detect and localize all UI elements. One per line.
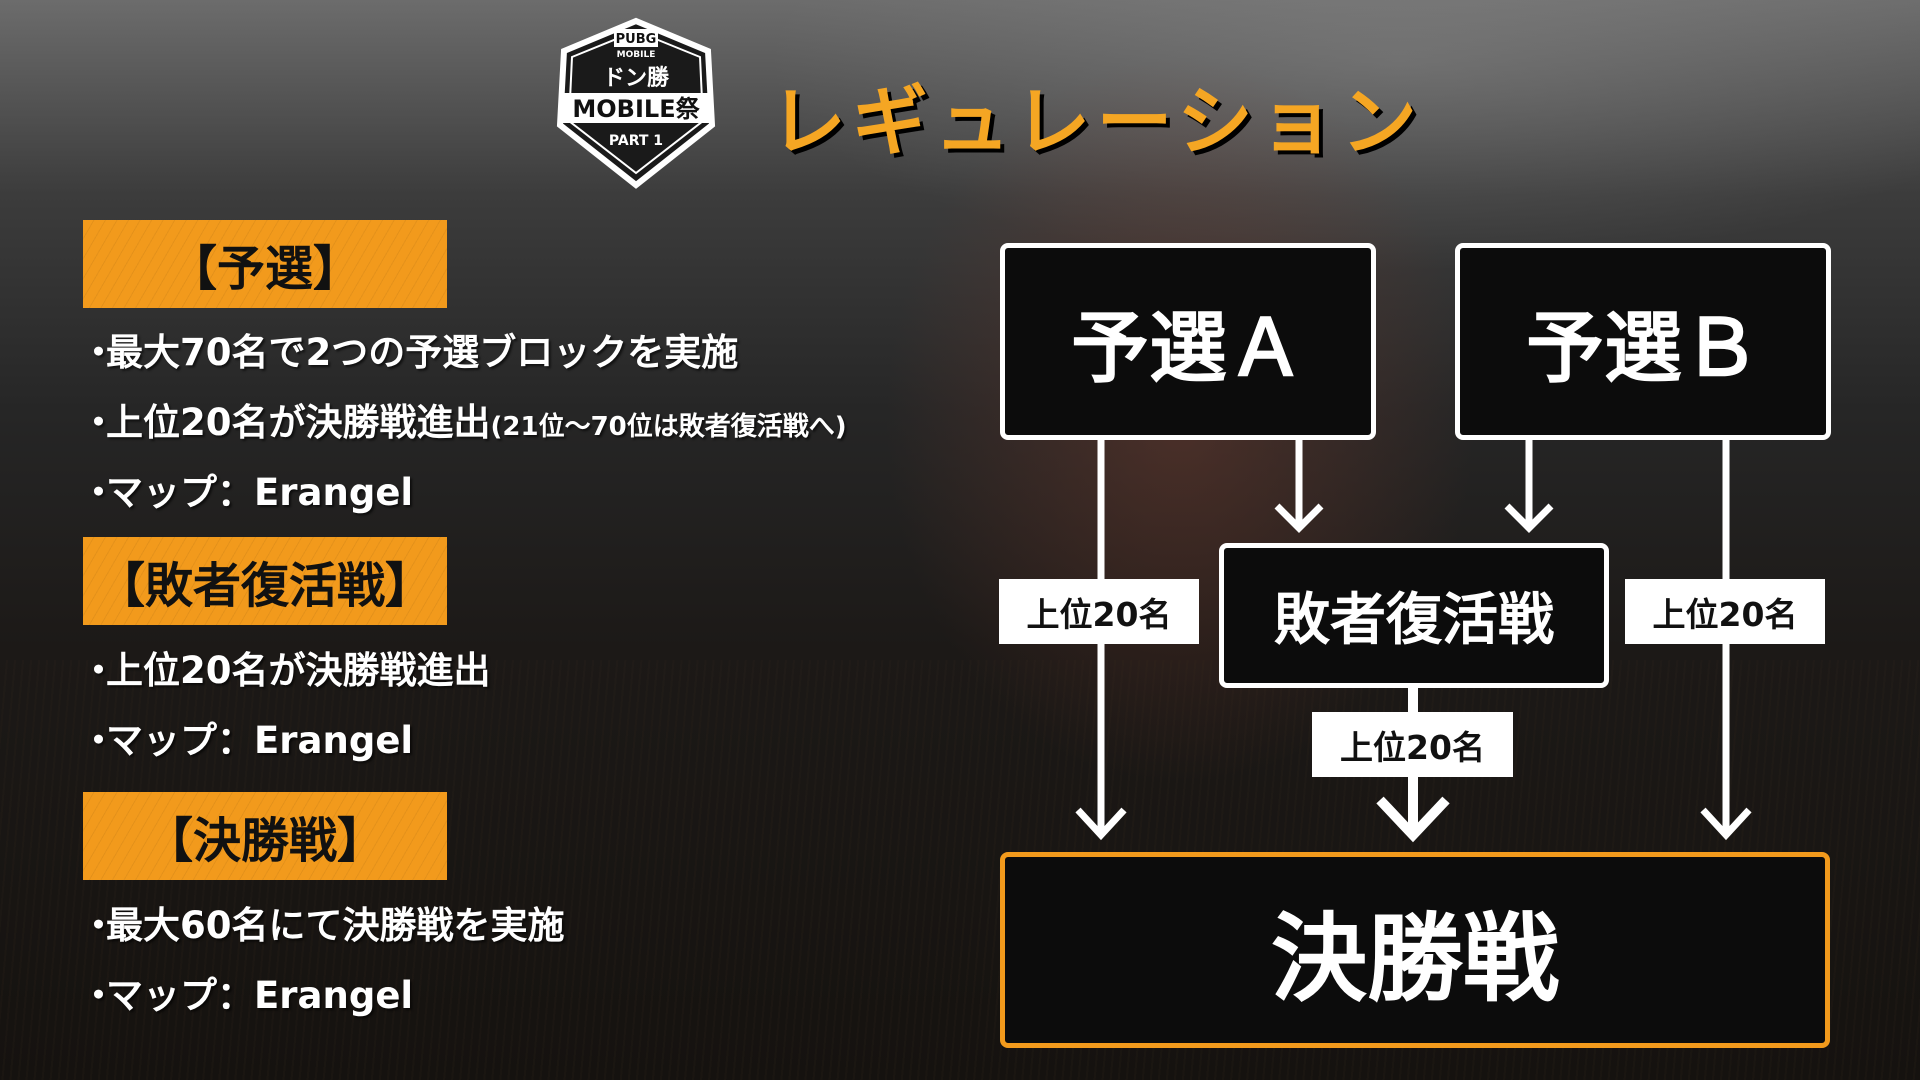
logo-sub: MOBILE <box>617 50 656 60</box>
arrow-a-to-repechage-head <box>1274 503 1324 533</box>
logo-brand: PUBG <box>616 32 657 47</box>
final-box: 決勝戦 <box>1000 852 1830 1048</box>
arrow-b-to-final-head <box>1700 807 1752 841</box>
logo-line2: MOBILE祭 <box>572 95 700 123</box>
arrow-b-to-repechage-head <box>1504 503 1554 533</box>
event-logo: PUBG MOBILE ドン勝 MOBILE祭 PART 1 <box>556 17 716 189</box>
section-label-repechage: 【敗者復活戦】 <box>83 537 447 625</box>
final-bullet-2: ・マップ：Erangel <box>80 974 414 1017</box>
qualifier-bullet-1: ・最大70名で2つの予選ブロックを実施 <box>80 331 739 374</box>
tag-top20-center: 上位20名 <box>1312 712 1513 777</box>
tag-top20-left: 上位20名 <box>999 579 1199 644</box>
arrow-a-to-final-head <box>1075 807 1127 841</box>
arrow-repechage-to-final-head <box>1376 796 1450 843</box>
repechage-box: 敗者復活戦 <box>1219 543 1609 688</box>
tag-top20-right: 上位20名 <box>1625 579 1825 644</box>
qualifier-bullet-2: ・上位20名が決勝戦進出(21位～70位は敗者復活戦へ) <box>80 401 847 444</box>
qualifier-bullet-2-note: (21位～70位は敗者復活戦へ) <box>490 412 847 442</box>
page-title: レギュレーション <box>770 77 1423 166</box>
qualifier-bullet-3: ・マップ：Erangel <box>80 471 414 514</box>
section-label-final: 【決勝戦】 <box>83 792 447 880</box>
repechage-bullet-1: ・上位20名が決勝戦進出 <box>80 649 491 692</box>
final-bullet-1: ・最大60名にて決勝戦を実施 <box>80 904 565 947</box>
section-label-qualifier: 【予選】 <box>83 220 447 308</box>
qualifier-b-box: 予選Ｂ <box>1455 243 1831 440</box>
repechage-bullet-2: ・マップ：Erangel <box>80 719 414 762</box>
qualifier-a-box: 予選Ａ <box>1000 243 1376 440</box>
logo-line1: ドン勝 <box>603 66 670 91</box>
logo-line3: PART 1 <box>609 133 663 149</box>
